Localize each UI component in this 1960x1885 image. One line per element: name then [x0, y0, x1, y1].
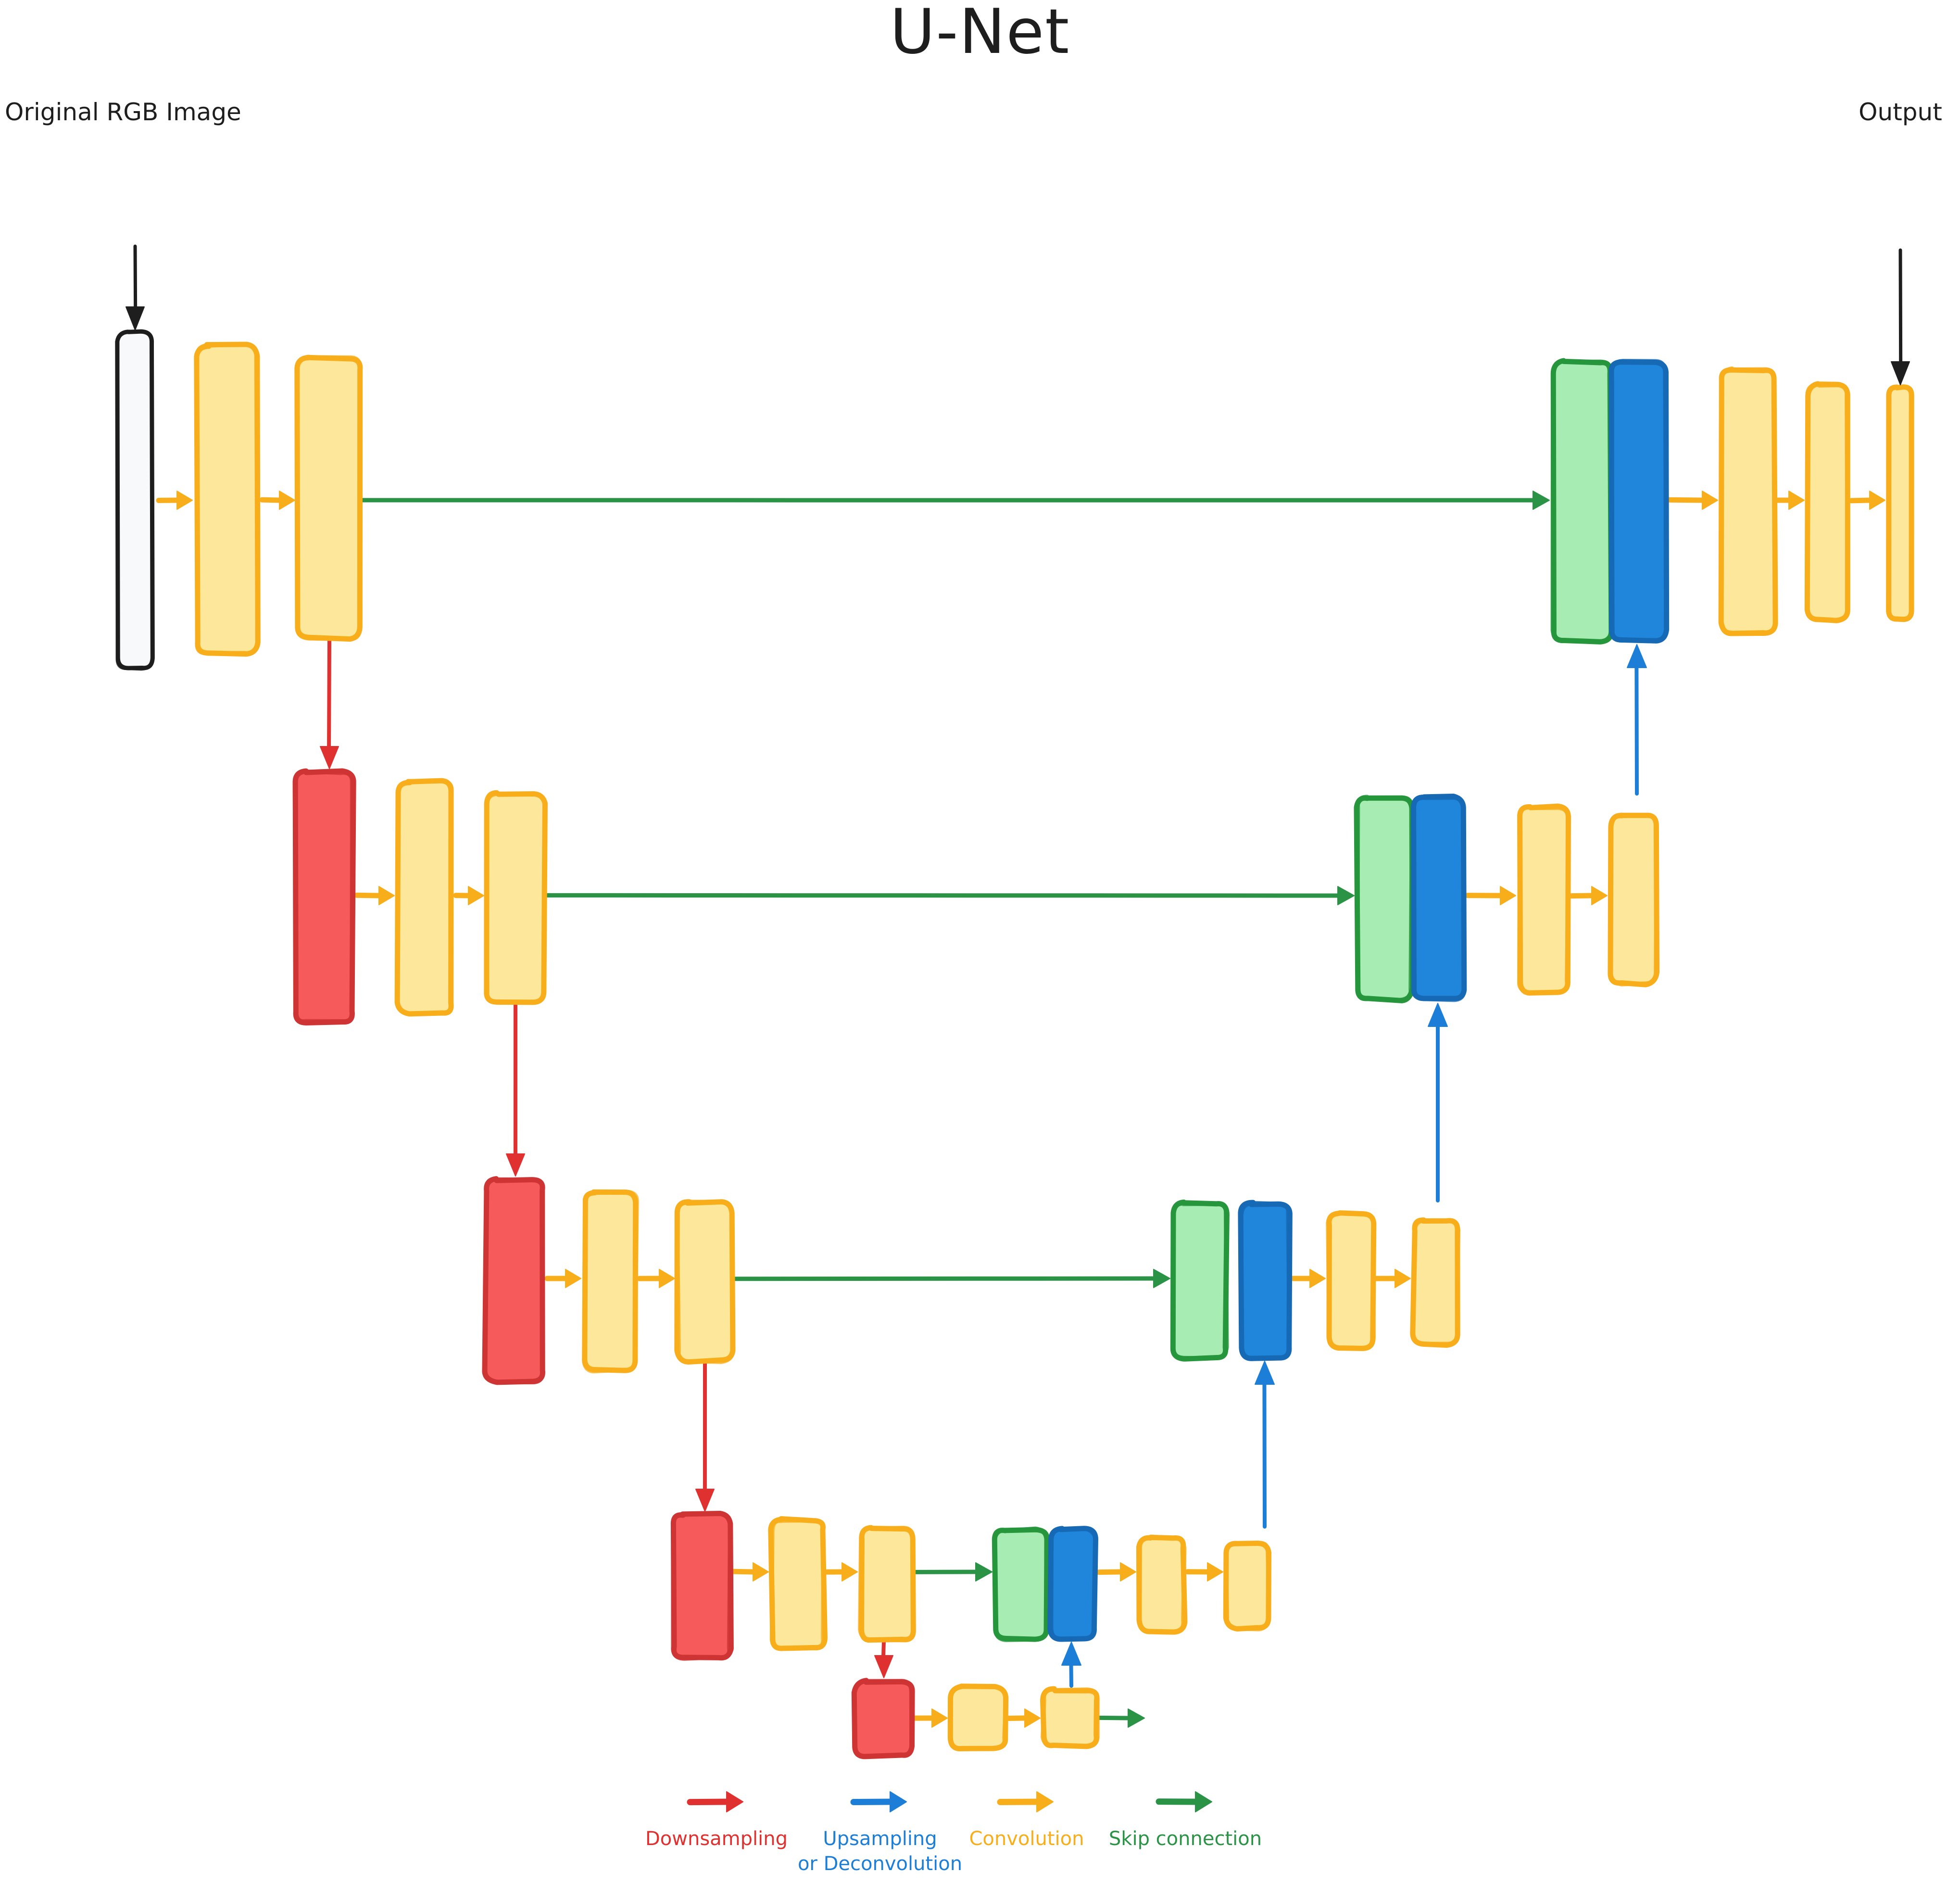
legend-label: Downsampling [645, 1828, 788, 1850]
convolution-arrow [637, 1269, 675, 1288]
conv-feature-block[interactable] [1608, 812, 1660, 987]
skip-connection-arrow [912, 1562, 993, 1581]
legend-label-line2: or Deconvolution [798, 1853, 962, 1875]
skip-connection-arrow [1096, 1708, 1145, 1728]
convolution-arrow-layer [156, 491, 1885, 1728]
conv-feature-block[interactable] [1040, 1686, 1100, 1749]
upsample-block[interactable] [1608, 359, 1670, 644]
convolution-arrow [544, 1269, 581, 1288]
downsampling-arrow [695, 1360, 715, 1512]
conv-feature-block[interactable] [768, 1516, 828, 1651]
conv-feature-block[interactable] [1886, 384, 1914, 622]
skip-connection-layer [359, 491, 1550, 1728]
conv-feature-block[interactable] [1804, 381, 1850, 623]
convolution-arrow [259, 491, 295, 510]
upsampling-arrow-layer [1061, 644, 1647, 1688]
convolution-arrow [354, 886, 395, 905]
downsampling-arrow [320, 637, 339, 769]
page-title: U-Net [890, 0, 1070, 68]
skip-connection-arrow [730, 1269, 1170, 1288]
downsample-block[interactable] [851, 1678, 915, 1759]
legend-item: Convolution [969, 1791, 1084, 1850]
conv-feature-block[interactable] [1223, 1540, 1271, 1632]
output-label: Output [1859, 98, 1942, 126]
upsampling-arrow [1061, 1642, 1081, 1688]
conv-feature-block[interactable] [674, 1199, 736, 1365]
convolution-arrow [731, 1562, 769, 1581]
conv-feature-block[interactable] [1410, 1217, 1460, 1348]
skip-feature-block[interactable] [1170, 1200, 1230, 1362]
downsampling-arrow-layer [320, 637, 893, 1678]
downsampling-arrow [506, 1002, 525, 1177]
convolution-arrow [824, 1562, 858, 1581]
convolution-arrow [1006, 1708, 1041, 1728]
conv-feature-block[interactable] [1517, 803, 1571, 996]
conv-feature-block[interactable] [1718, 366, 1778, 636]
convolution-arrow [156, 491, 193, 510]
legend-arrow-icon [1156, 1791, 1212, 1812]
conv-feature-block[interactable] [194, 342, 261, 657]
input-image-block[interactable] [115, 329, 155, 671]
convolution-arrow [1289, 1269, 1326, 1288]
skip-connection-arrow [542, 886, 1355, 905]
skip-connection-arrow [359, 491, 1550, 510]
legend-item: Skip connection [1109, 1791, 1262, 1850]
conv-feature-block[interactable] [947, 1683, 1009, 1752]
downsample-block[interactable] [482, 1176, 545, 1385]
conv-feature-block[interactable] [582, 1189, 639, 1374]
upsample-block[interactable] [1411, 794, 1467, 1002]
conv-feature-block[interactable] [394, 778, 454, 1017]
convolution-arrow [1848, 491, 1885, 510]
convolution-arrow [1569, 886, 1608, 905]
convolution-arrow [1465, 886, 1516, 905]
feature-block-layer [115, 329, 1914, 1759]
convolution-arrow [1775, 491, 1805, 510]
legend-label: Convolution [969, 1828, 1084, 1850]
upsampling-arrow [1255, 1361, 1275, 1529]
legend-arrow-icon [997, 1791, 1054, 1812]
legend-item: Upsampling or Deconvolution [798, 1791, 962, 1875]
conv-feature-block[interactable] [858, 1525, 916, 1643]
convolution-arrow [912, 1708, 948, 1728]
convolution-arrow [1666, 491, 1718, 510]
legend-arrow-icon [687, 1791, 743, 1812]
conv-feature-block[interactable] [484, 790, 548, 1005]
upsample-block[interactable] [1047, 1526, 1098, 1642]
downsample-block[interactable] [292, 768, 356, 1025]
io-arrow-layer [126, 244, 1910, 385]
skip-feature-block[interactable] [992, 1526, 1050, 1643]
downsample-block[interactable] [670, 1510, 734, 1661]
convolution-arrow [453, 886, 484, 905]
skip-feature-block[interactable] [1354, 795, 1415, 1003]
conv-feature-block[interactable] [294, 354, 363, 642]
upsampling-arrow [1428, 1003, 1448, 1202]
input-label: Original RGB Image [5, 98, 241, 126]
convolution-arrow [1185, 1562, 1223, 1581]
legend-label: Skip connection [1109, 1828, 1262, 1850]
upsample-block[interactable] [1238, 1200, 1293, 1361]
legend-arrow-icon [850, 1791, 907, 1812]
conv-feature-block[interactable] [1136, 1534, 1188, 1635]
output-arrow [1891, 248, 1910, 385]
conv-feature-block[interactable] [1326, 1210, 1377, 1351]
convolution-arrow [1373, 1269, 1411, 1288]
convolution-arrow [1096, 1562, 1136, 1581]
legend-label: Upsampling [823, 1828, 937, 1850]
legend-item: Downsampling [645, 1791, 788, 1850]
downsampling-arrow [874, 1639, 893, 1678]
input-arrow [126, 244, 145, 330]
upsampling-arrow [1627, 644, 1647, 796]
legend-group: Downsampling Upsampling or Deconvolution Co… [645, 1791, 1262, 1875]
skip-feature-block[interactable] [1550, 358, 1614, 645]
